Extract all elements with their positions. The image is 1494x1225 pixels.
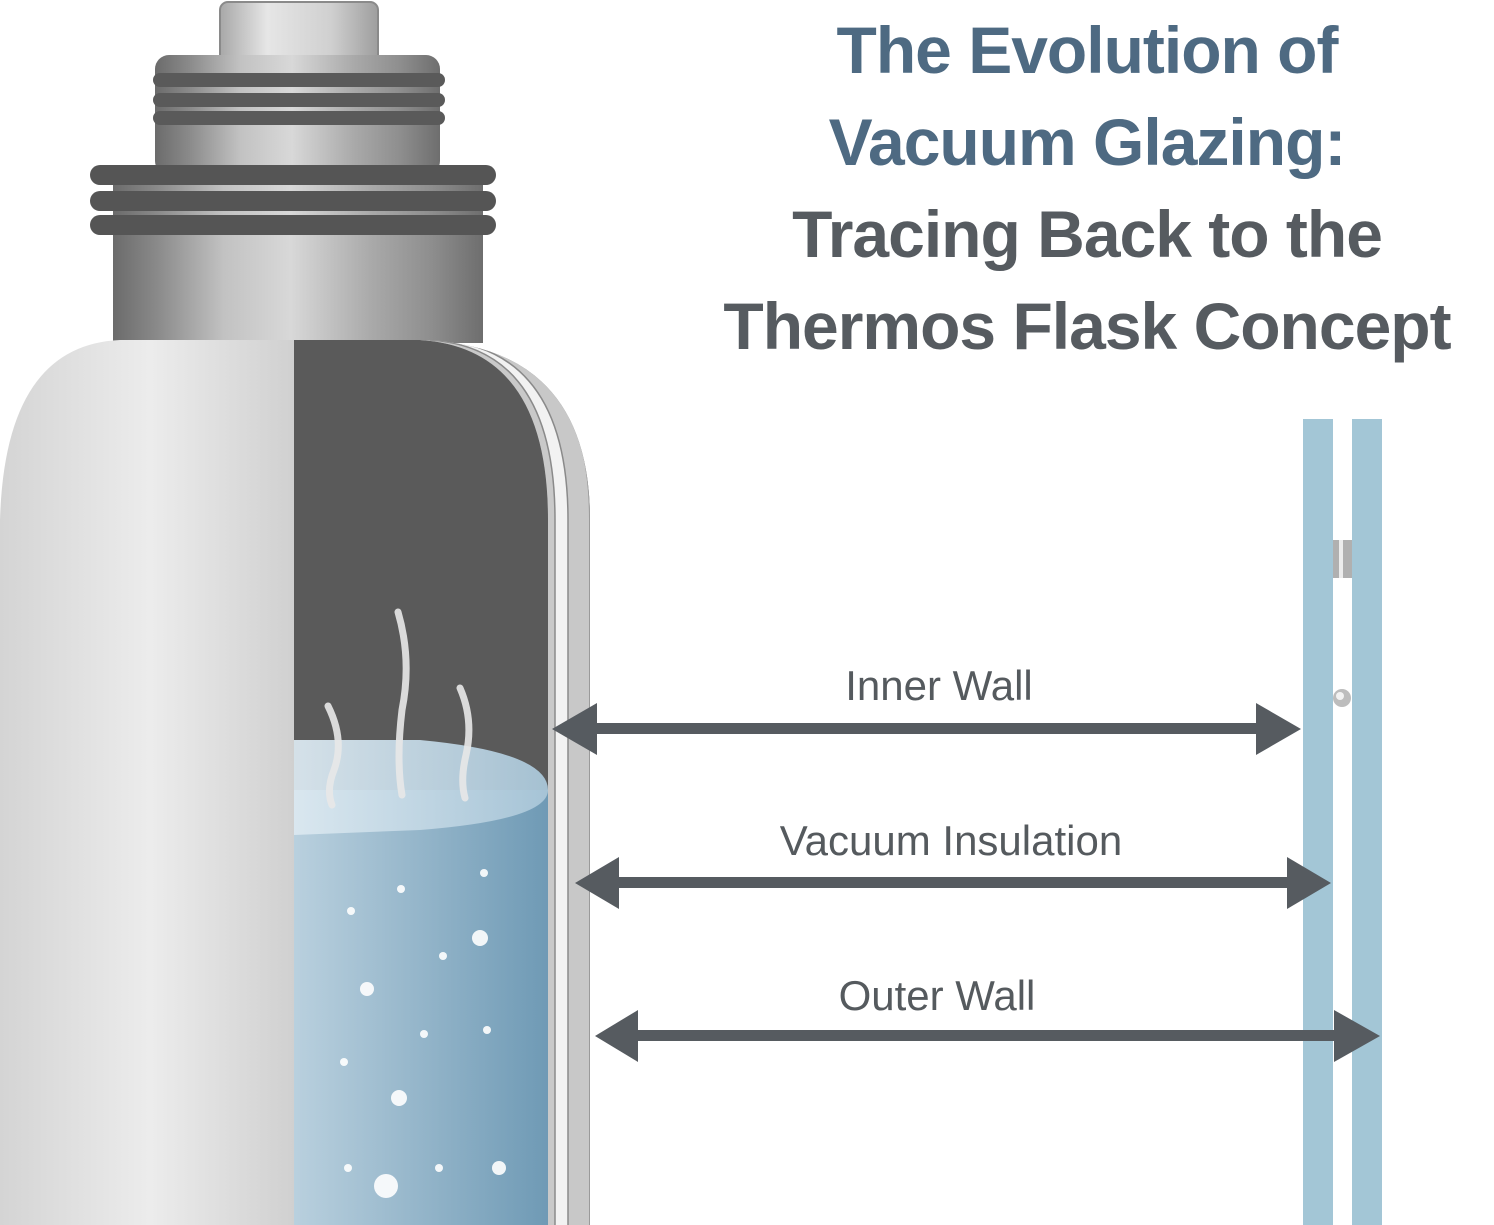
hot-liquid — [294, 790, 548, 1225]
steam-icon — [324, 608, 473, 809]
liquid-surface — [294, 740, 548, 835]
outer-glass-pane — [1352, 419, 1382, 1225]
vacuum-gap-layer — [430, 340, 568, 1225]
vacuum-glazing-pane — [1303, 419, 1382, 1225]
inner-glass-pane — [1303, 419, 1333, 1225]
title-line-2: Vacuum Glazing: — [828, 105, 1347, 179]
outer-wall-label: Outer Wall — [839, 972, 1036, 1019]
title-line-3: Tracing Back to the — [792, 197, 1383, 271]
liquid-bubbles — [340, 869, 506, 1198]
arrows — [552, 703, 1380, 1062]
outer-wall-arrow — [595, 1010, 1380, 1062]
flask-cap-top — [219, 1, 379, 65]
cap-thread-rings — [153, 73, 445, 125]
inner-wall-layer — [420, 340, 555, 1225]
diagram-title: The Evolution of Vacuum Glazing: Tracing… — [680, 4, 1494, 372]
flask-body — [0, 340, 590, 1225]
vacuum-insulation-arrow — [575, 857, 1331, 909]
vacuum-insulation-label: Vacuum Insulation — [780, 817, 1122, 864]
neck-thread-rings — [90, 165, 496, 235]
inner-wall-label: Inner Wall — [845, 662, 1033, 709]
title-line-4: Thermos Flask Concept — [723, 289, 1451, 363]
inner-wall-arrow — [552, 703, 1301, 755]
title-line-1: The Evolution of — [836, 13, 1339, 87]
